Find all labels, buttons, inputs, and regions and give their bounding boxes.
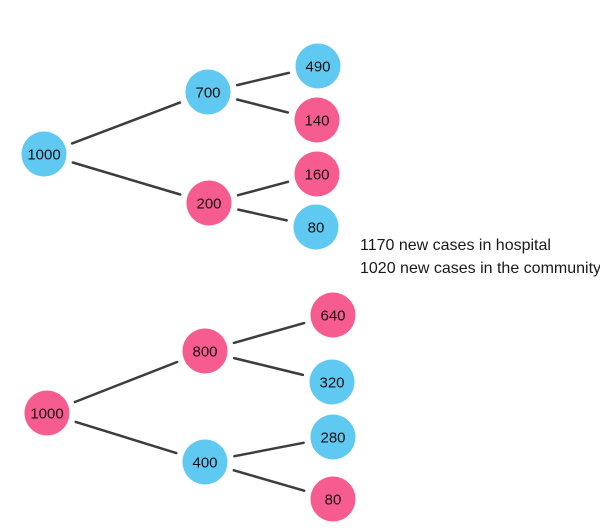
tree-top-node-circle-490: [295, 43, 341, 89]
tree-bottom-node-circle-800: [182, 328, 228, 374]
tree-top-node-label-490: 490: [305, 58, 330, 75]
tree-bottom-node-circle-400: [182, 439, 228, 485]
tree-top-edge-c1-g1: [235, 71, 291, 87]
tree-bottom-edge-c1-g2: [232, 356, 305, 377]
tree-bottom-node-label-280: 280: [320, 429, 345, 446]
tree-bottom-node-circle-80: [310, 476, 356, 522]
hospital-cases-label: 1170 new cases in hospital: [360, 237, 551, 254]
tree-top-edge-c2-g3: [236, 180, 290, 197]
tree-bottom-node-80: 80: [310, 476, 356, 522]
tree-top-node-circle-200: [186, 180, 232, 226]
tree-bottom-node-label-640: 640: [320, 307, 345, 324]
tree-bottom-node-label-1000: 1000: [30, 405, 63, 422]
community-cases-label: 1020 new cases in the community: [360, 260, 600, 277]
tree-top: 1000 700 200 490 140 160 80: [21, 43, 341, 250]
tree-bottom-node-label-800: 800: [192, 343, 217, 360]
tree-top-node-140: 140: [294, 97, 340, 143]
tree-top-node-circle-700: [185, 69, 231, 115]
tree-bottom-node-label-80: 80: [325, 491, 342, 508]
tree-bottom-node-circle-320: [309, 359, 355, 405]
tree-top-edge-c1-g2: [235, 98, 290, 114]
tree-top-edge-root-c1: [70, 101, 182, 145]
tree-bottom-node-800: 800: [182, 328, 228, 374]
tree-top-node-circle-160: [294, 151, 340, 197]
tree-bottom-edge-c2-g3: [233, 441, 305, 458]
tree-bottom-node-280: 280: [310, 414, 356, 460]
tree-top-edge-c2-g4: [237, 208, 288, 222]
tree-bottom-edge-c2-g4: [232, 469, 306, 492]
tree-bottom-node-320: 320: [309, 359, 355, 405]
tree-top-node-label-700: 700: [195, 84, 220, 101]
case-count-annotations: 1170 new cases in hospital 1020 new case…: [360, 234, 600, 280]
tree-top-node-490: 490: [295, 43, 341, 89]
tree-bottom-edge-root-c2: [74, 420, 178, 455]
tree-top-node-circle-1000: [21, 131, 67, 177]
tree-bottom-node-1000: 1000: [24, 390, 70, 436]
tree-top-node-80: 80: [293, 204, 339, 250]
tree-top-node-160: 160: [294, 151, 340, 197]
tree-bottom: 1000 800 400 640 320 280 80: [24, 292, 356, 522]
tree-bottom-node-circle-1000: [24, 390, 70, 436]
tree-top-node-label-200: 200: [196, 195, 221, 212]
tree-top-node-200: 200: [186, 180, 232, 226]
tree-top-node-label-160: 160: [304, 166, 329, 183]
tree-bottom-node-circle-640: [310, 292, 356, 338]
tree-bottom-node-640: 640: [310, 292, 356, 338]
tree-top-node-label-80: 80: [308, 219, 325, 236]
tree-bottom-node-400: 400: [182, 439, 228, 485]
tree-bottom-node-circle-280: [310, 414, 356, 460]
tree-bottom-node-label-320: 320: [319, 374, 344, 391]
tree-top-node-700: 700: [185, 69, 231, 115]
tree-top-node-circle-140: [294, 97, 340, 143]
tree-top-edge-root-c2: [71, 161, 182, 196]
tree-top-node-circle-80: [293, 204, 339, 250]
tree-top-node-label-140: 140: [304, 112, 329, 129]
tree-bottom-edge-root-c1: [73, 360, 179, 404]
tree-top-node-label-1000: 1000: [27, 146, 60, 163]
tree-top-node-1000: 1000: [21, 131, 67, 177]
tree-bottom-edge-c1-g1: [232, 321, 306, 345]
tree-bottom-node-label-400: 400: [192, 454, 217, 471]
